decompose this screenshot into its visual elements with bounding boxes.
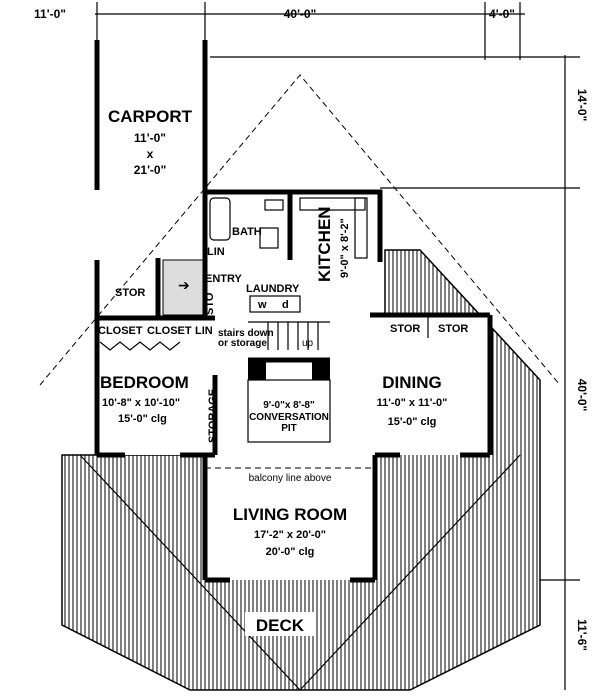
dining-stor1-label: STOR (390, 323, 420, 335)
storage-label: STORAGE (207, 389, 219, 443)
bathtub (209, 197, 231, 241)
carport-width: 11'-0" (134, 131, 166, 145)
carport-length: 21'-0" (134, 163, 167, 177)
dining-label: DINING (382, 373, 442, 392)
kitchen-counter-side (354, 197, 368, 259)
pit-label-2: PIT (281, 423, 297, 434)
lin-hall-label: LIN (195, 325, 213, 337)
carport-x: x (147, 147, 154, 161)
walls (94, 189, 493, 583)
dining-stor2-label: STOR (438, 323, 468, 335)
dim-top-side: 4'-0" (489, 7, 515, 21)
dim-right-house: 40'-0" (575, 379, 589, 412)
closet2-label: CLOSET (147, 325, 192, 337)
bedroom-ceiling: 15'-0" clg (118, 413, 167, 425)
carport-label: CARPORT (108, 107, 193, 126)
kitchen-size: 9'-0" x 8'-2" (339, 218, 351, 278)
entry-label: ENTRY (205, 273, 243, 285)
fireplace-left (248, 360, 266, 380)
stairs-label-2: or storage (218, 338, 267, 349)
dim-right-top: 14'-0" (575, 89, 589, 122)
fireplace-right (312, 360, 330, 380)
stairs-up-label: up (302, 338, 314, 349)
bedroom-size: 10'-8" x 10'-10" (102, 397, 180, 409)
stairs (248, 321, 330, 350)
bath-label: BATH (232, 226, 262, 238)
entry-arrow-icon: ➔ (178, 277, 190, 293)
pit-label-1: CONVERSATION (249, 412, 329, 423)
kitchen-counter (299, 197, 366, 211)
dim-right-deck: 11'-6" (575, 619, 589, 651)
pit-size: 9'-0"x 8'-8" (263, 400, 315, 411)
bedroom-label: BEDROOM (100, 373, 189, 392)
laundry-label: LAUNDRY (246, 283, 300, 295)
living-room-ceiling: 20'-0" clg (266, 546, 315, 558)
stor-label: STOR (115, 287, 145, 299)
roof-outline (39, 74, 561, 386)
dining-ceiling: 15'-0" clg (388, 416, 437, 428)
sink (259, 227, 279, 249)
deck-label: DECK (256, 616, 305, 635)
balcony-label: balcony line above (249, 473, 332, 484)
kitchen-label: KITCHEN (315, 206, 334, 282)
toilet (264, 199, 284, 211)
washer-label: w (257, 299, 267, 311)
dimension-lines: 11'-0" 40'-0" 4'-0" 14'-0" 40'-0" 11'-6" (34, 2, 589, 690)
stairs-label-1: stairs down (218, 328, 274, 339)
entry-stoop (162, 259, 204, 316)
closet1-label: CLOSET (98, 325, 143, 337)
dim-top-house: 40'-0" (284, 7, 317, 21)
washer-dryer (249, 295, 301, 313)
dryer-label: d (282, 299, 289, 311)
living-room-size: 17'-2" x 20'-0" (254, 529, 326, 541)
lin-bath-label: LIN (207, 246, 225, 258)
closet-doors (99, 341, 181, 351)
dim-top-carport: 11'-0" (34, 7, 66, 21)
sto-entry-label: STO (204, 292, 216, 315)
dining-size: 11'-0" x 11'-0" (377, 397, 448, 409)
living-room-label: LIVING ROOM (233, 505, 347, 524)
conversation-pit (247, 379, 331, 443)
